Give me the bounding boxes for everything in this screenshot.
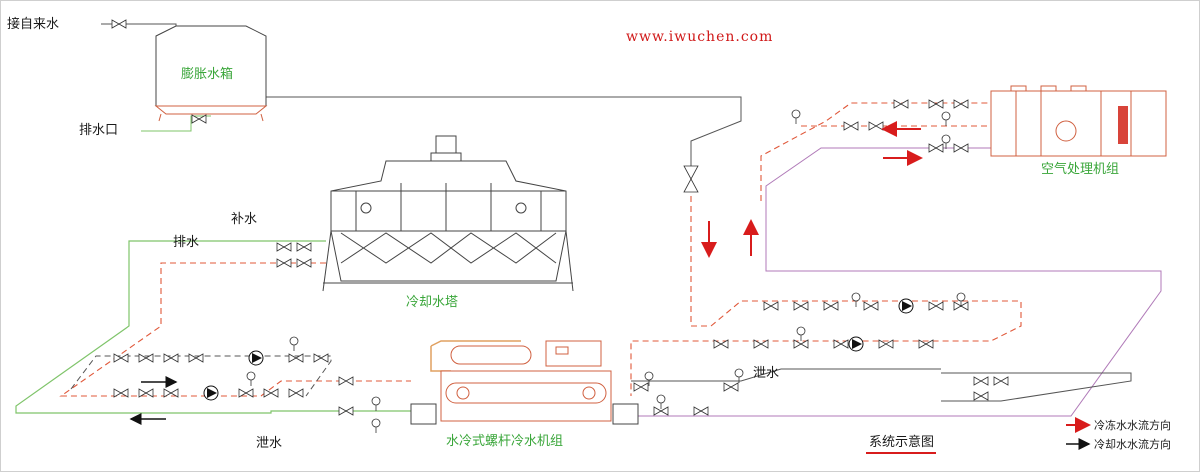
gauge-icon bbox=[371, 418, 381, 433]
valve-icon bbox=[188, 353, 204, 363]
valve-icon bbox=[918, 339, 934, 349]
gauge-icon bbox=[941, 134, 951, 149]
valve-icon bbox=[993, 376, 1009, 386]
gauge-icon bbox=[941, 111, 951, 126]
cooling-return-pipe bbox=[59, 262, 411, 397]
valve-icon bbox=[276, 242, 292, 252]
valve-icon bbox=[823, 301, 839, 311]
valve-icon bbox=[313, 353, 329, 363]
legend-cooling: 冷却水水流方向 bbox=[1094, 437, 1171, 451]
flow-arrows bbox=[129, 121, 923, 425]
label-expansion-tank: 膨胀水箱 bbox=[181, 66, 233, 82]
chilled-return-purple bbox=[631, 147, 1162, 417]
legend: 冷冻水水流方向 冷却水水流方向 bbox=[1066, 417, 1171, 451]
gauge-icon bbox=[289, 336, 299, 351]
valve-icon bbox=[288, 353, 304, 363]
valve-icon bbox=[276, 258, 292, 268]
valve-icon bbox=[238, 388, 254, 398]
cooling-tower bbox=[322, 135, 574, 292]
cooling-supply-pipe bbox=[15, 240, 411, 414]
label-bleed-right: 泄水 bbox=[753, 366, 779, 381]
gauge-icon bbox=[956, 292, 966, 307]
label-ahu: 空气处理机组 bbox=[1041, 161, 1119, 177]
expansion-tank bbox=[154, 25, 268, 122]
valve-icon bbox=[953, 143, 969, 153]
gauge-icon bbox=[796, 326, 806, 341]
valve-icon bbox=[653, 406, 669, 416]
expansion-pipe bbox=[266, 96, 742, 169]
air-handling-unit bbox=[990, 85, 1167, 157]
watermark-url: www.iwuchen.com bbox=[626, 29, 773, 45]
valve-icon bbox=[868, 121, 884, 131]
valve-icon bbox=[793, 339, 809, 349]
valve-icon bbox=[296, 258, 312, 268]
gauge-icon bbox=[734, 368, 744, 383]
valve-icon bbox=[928, 143, 944, 153]
valve-icon bbox=[973, 376, 989, 386]
tank-drain-pipe bbox=[141, 115, 211, 132]
label-bleed-left: 泄水 bbox=[256, 436, 282, 451]
gauge-icon bbox=[656, 394, 666, 409]
valve-icon bbox=[713, 339, 729, 349]
valve-icon bbox=[288, 388, 304, 398]
gauge-icon bbox=[246, 371, 256, 386]
chiller-unit bbox=[410, 340, 639, 425]
valve-icon bbox=[833, 339, 849, 349]
gauge-icon bbox=[371, 396, 381, 411]
valve-icon bbox=[163, 388, 179, 398]
gauges bbox=[246, 109, 966, 433]
valve-icon bbox=[893, 99, 909, 109]
pump-icon bbox=[898, 298, 914, 314]
valve-icon bbox=[113, 353, 129, 363]
valve-icon bbox=[138, 353, 154, 363]
chilled-lower-loop bbox=[631, 368, 941, 382]
valve-icon bbox=[973, 391, 989, 401]
label-makeup-water: 补水 bbox=[231, 212, 257, 227]
chilled-bypass bbox=[941, 372, 1132, 402]
valve-icon bbox=[683, 165, 699, 193]
valve-icon bbox=[863, 301, 879, 311]
valve-icon bbox=[723, 382, 739, 392]
chilled-supply-to-ahu bbox=[760, 102, 991, 201]
valve-icon bbox=[138, 388, 154, 398]
cooling-pump-box bbox=[70, 355, 332, 397]
valve-icon bbox=[163, 353, 179, 363]
label-drain-outlet: 排水口 bbox=[79, 123, 118, 138]
valve-icon bbox=[953, 99, 969, 109]
valve-icon bbox=[793, 301, 809, 311]
valve-icon bbox=[878, 339, 894, 349]
valve-icon bbox=[693, 406, 709, 416]
valve-icon bbox=[633, 382, 649, 392]
valve-icon bbox=[191, 114, 207, 124]
valve-icon bbox=[928, 301, 944, 311]
chilled-supply-pipe bbox=[630, 176, 1022, 396]
valve-icon bbox=[263, 388, 279, 398]
label-water-inlet: 接自来水 bbox=[7, 16, 59, 32]
legend-chilled: 冷冻水水流方向 bbox=[1094, 418, 1171, 432]
valves bbox=[111, 19, 1009, 416]
valve-icon bbox=[753, 339, 769, 349]
label-system-diagram: 系统示意图 bbox=[869, 434, 934, 450]
pump-icon bbox=[248, 350, 264, 366]
valve-icon bbox=[296, 242, 312, 252]
pumps bbox=[203, 298, 914, 401]
gauge-icon bbox=[644, 371, 654, 386]
valve-icon bbox=[843, 121, 859, 131]
valve-icon bbox=[113, 388, 129, 398]
pump-icon bbox=[203, 385, 219, 401]
pump-icon bbox=[848, 336, 864, 352]
valve-icon bbox=[763, 301, 779, 311]
label-chiller: 水冷式螺杆冷水机组 bbox=[446, 434, 563, 449]
label-drain: 排水 bbox=[173, 235, 199, 250]
label-cooling-tower: 冷却水塔 bbox=[406, 295, 458, 310]
valve-icon bbox=[928, 99, 944, 109]
gauge-icon bbox=[851, 292, 861, 307]
valve-icon bbox=[111, 19, 127, 29]
valve-icon bbox=[338, 376, 354, 386]
valve-icon bbox=[338, 406, 354, 416]
gauge-icon bbox=[791, 109, 801, 124]
